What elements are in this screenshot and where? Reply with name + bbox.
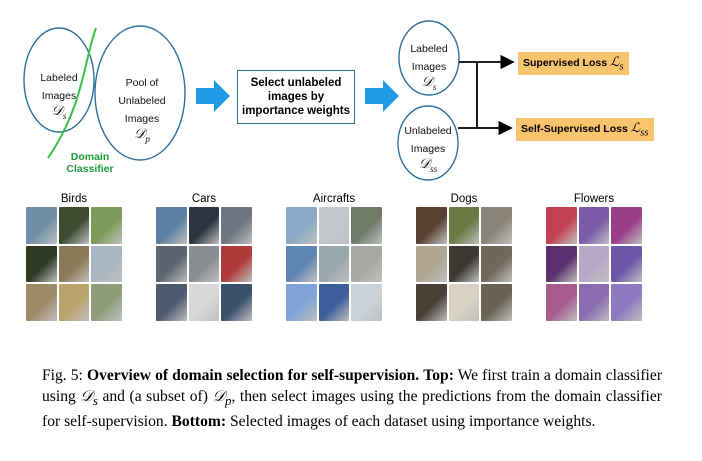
caption-top-text-1: We first train a domain classifier using	[42, 367, 663, 405]
pool-set-ellipse	[94, 25, 186, 161]
selfsup-loss-box: Self-Supervised Loss ℒss	[516, 118, 654, 141]
arrow-to-split	[365, 80, 399, 112]
image-tile	[416, 245, 447, 283]
image-tile	[188, 207, 220, 244]
image-tile	[611, 284, 642, 321]
domain-classifier-boundary	[47, 27, 97, 159]
image-tile	[578, 284, 610, 321]
supervised-loss-box: Supervised Loss ℒs	[518, 52, 629, 75]
image-grid-dogs	[416, 207, 512, 321]
image-tile	[91, 284, 122, 321]
dataset-title-aircrafts: Aircrafts	[312, 193, 356, 205]
image-tile	[611, 245, 642, 283]
out-labeled-label: Labeled Images 𝒟s	[404, 39, 454, 95]
selfsup-loss-label: Self-Supervised Loss	[521, 123, 628, 135]
caption-title: Overview of domain selection for self-su…	[86, 367, 420, 384]
labeled-set-math: 𝒟s	[51, 104, 67, 121]
dataset-title-birds: Birds	[60, 193, 88, 205]
image-tile	[58, 284, 90, 321]
caption-and-text: and (a subset of)	[102, 388, 208, 405]
selfsup-loss-math: ℒss	[630, 120, 649, 139]
caption-math-ds: 𝒟s	[80, 388, 98, 409]
image-tile	[318, 245, 350, 283]
arrow-to-select	[196, 80, 230, 112]
image-tile	[416, 284, 447, 321]
image-tile	[221, 207, 252, 244]
image-tile	[611, 207, 642, 244]
image-tile	[156, 207, 187, 244]
image-tile	[91, 207, 122, 244]
dataset-title-dogs: Dogs	[450, 193, 478, 205]
image-tile	[91, 245, 122, 283]
out-labeled-text: Labeled Images	[410, 43, 448, 73]
caption-bottom-text: Selected images of each dataset using im…	[229, 413, 596, 431]
image-tile	[286, 207, 317, 244]
image-tile	[156, 245, 187, 283]
image-tile	[26, 284, 57, 321]
image-tile	[58, 207, 90, 244]
select-step-box: Select unlabeled images by importance we…	[237, 70, 355, 124]
out-unlabeled-text: Unlabeled Images	[404, 125, 452, 155]
dataset-title-cars: Cars	[191, 193, 217, 205]
out-unlabeled-math: 𝒟ss	[418, 157, 438, 174]
caption-bottom-label: Bottom:	[171, 413, 227, 431]
image-tile	[416, 207, 447, 244]
image-tile	[156, 284, 187, 321]
labeled-set-text: Labeled Images	[40, 72, 78, 102]
domain-classifier-label: Domain Classifier	[66, 151, 114, 175]
out-labeled-math: 𝒟s	[421, 75, 437, 92]
image-tile	[546, 284, 577, 321]
caption-top-text-2: , then select images using the predictio…	[42, 388, 662, 431]
image-tile	[26, 245, 57, 283]
image-tile	[481, 207, 512, 244]
image-tile	[26, 207, 57, 244]
image-tile	[221, 245, 252, 283]
image-tile	[286, 245, 317, 283]
image-grid-birds	[26, 207, 122, 321]
figure-caption: Fig. 5: Overview of domain selection for…	[42, 365, 662, 432]
image-tile	[448, 284, 480, 321]
image-tile	[188, 284, 220, 321]
image-tile	[546, 245, 577, 283]
image-tile	[351, 284, 382, 321]
image-grid-cars	[156, 207, 252, 321]
image-tile	[318, 284, 350, 321]
pipeline-diagram	[23, 20, 515, 181]
image-tile	[481, 245, 512, 283]
dataset-title-flowers: Flowers	[573, 193, 615, 205]
pool-set-label: Pool of Unlabeled Images 𝒟p	[110, 73, 174, 147]
image-tile	[481, 284, 512, 321]
caption-fig-number: Fig. 5:	[42, 367, 83, 384]
pool-set-text: Pool of Unlabeled Images	[118, 77, 166, 125]
out-unlabeled-label: Unlabeled Images 𝒟ss	[400, 121, 456, 177]
image-tile	[546, 207, 577, 244]
image-tile	[578, 207, 610, 244]
labeled-set-ellipse	[23, 27, 95, 133]
labeled-set-label: Labeled Images 𝒟s	[30, 68, 88, 124]
pool-set-math: 𝒟p	[134, 127, 150, 144]
caption-math-dp: 𝒟p	[212, 388, 232, 409]
image-grid-flowers	[546, 207, 642, 321]
image-tile	[58, 245, 90, 283]
image-grid-aircrafts	[286, 207, 382, 321]
supervised-loss-math: ℒs	[609, 54, 624, 73]
image-tile	[221, 284, 252, 321]
image-tile	[286, 284, 317, 321]
image-tile	[351, 207, 382, 244]
supervised-loss-label: Supervised Loss	[523, 57, 608, 69]
image-tile	[188, 245, 220, 283]
out-unlabeled-ellipse	[397, 105, 459, 181]
image-tile	[318, 207, 350, 244]
out-labeled-ellipse	[398, 20, 460, 96]
image-tile	[448, 207, 480, 244]
image-tile	[448, 245, 480, 283]
image-tile	[351, 245, 382, 283]
image-tile	[578, 245, 610, 283]
caption-top-label: Top:	[423, 367, 454, 384]
